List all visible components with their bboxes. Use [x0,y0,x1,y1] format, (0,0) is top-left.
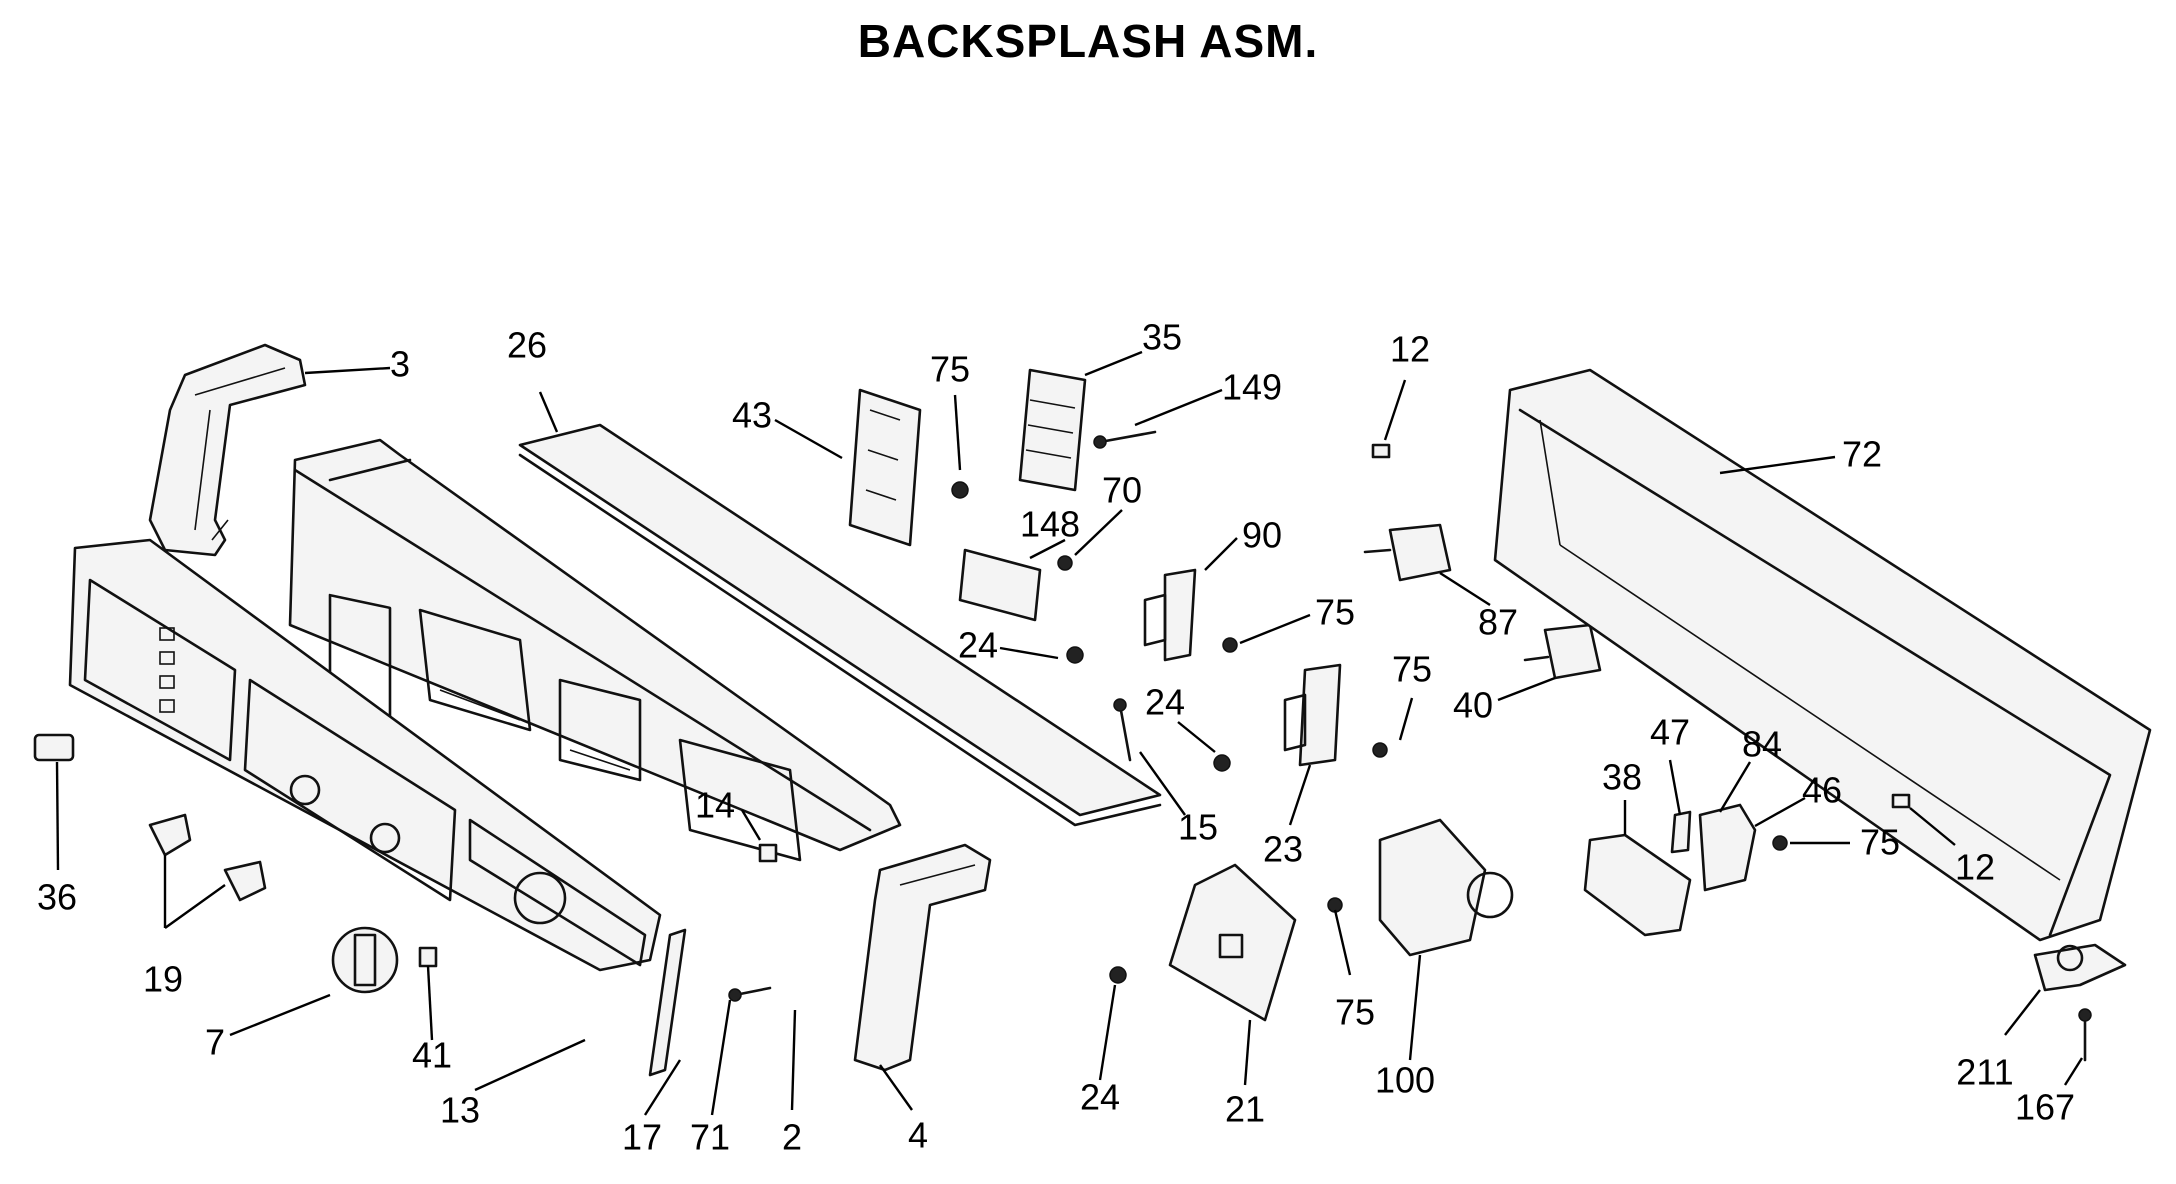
leader-lines [55,350,2084,1116]
callout-75-b: 75 [1315,592,1355,633]
callout-3: 3 [390,344,410,385]
callout-75-d: 75 [1860,822,1900,863]
part-72-housing [1493,368,2152,942]
callout-167: 167 [2015,1087,2075,1128]
callout-26: 26 [507,325,547,366]
callout-labels: 3 26 43 75 35 149 12 72 148 70 90 87 24 … [37,317,2075,1158]
callout-38: 38 [1602,757,1642,798]
part-17-bracket [648,928,687,1077]
part-14-clip [758,843,778,863]
callout-90: 90 [1242,515,1282,556]
callout-21: 21 [1225,1089,1265,1130]
callout-72: 72 [1842,434,1882,475]
part-21-plate [1168,863,1297,1022]
callout-87: 87 [1478,602,1518,643]
callout-100: 100 [1375,1060,1435,1101]
callout-36: 36 [37,877,77,918]
callout-75-e: 75 [1335,992,1375,1033]
callout-35: 35 [1142,317,1182,358]
part-100-timer [1378,818,1514,957]
callout-43: 43 [732,395,772,436]
part-4-right-end-cap [853,843,992,1072]
callout-41: 41 [412,1035,452,1076]
callout-14: 14 [695,785,735,826]
part-47-tab [1670,810,1692,854]
screws [728,430,1788,1002]
part-3-left-end-cap [148,343,307,557]
callout-2: 2 [782,1117,802,1158]
callout-15: 15 [1178,807,1218,848]
callout-7: 7 [205,1022,225,1063]
callout-47: 47 [1650,712,1690,753]
part-7-knob [331,926,399,994]
callout-148: 148 [1020,504,1080,545]
part-13-control-panel [68,538,662,972]
part-19-knobs [148,813,267,902]
callout-4: 4 [908,1115,928,1156]
part-35-switch [1018,368,1087,492]
callout-12-b: 12 [1955,847,1995,888]
callout-149: 149 [1222,367,1282,408]
callout-211: 211 [1956,1052,2013,1093]
callout-70: 70 [1102,470,1142,511]
part-40-switch [1523,623,1602,680]
part-90-bracket [1143,568,1197,662]
part-26-rear-panel [288,438,902,862]
part-23-bracket [1283,663,1342,767]
callout-13: 13 [440,1090,480,1131]
callout-71: 71 [690,1117,730,1158]
callout-12-a: 12 [1390,329,1430,370]
part-2-trim-strip [518,423,1162,827]
part-43-bracket [848,388,922,547]
callout-17: 17 [622,1117,662,1158]
callout-24-b: 24 [1145,682,1185,723]
callout-75-c: 75 [1392,649,1432,690]
part-36-knob [33,733,75,762]
callout-46: 46 [1802,770,1842,811]
callout-23: 23 [1263,829,1303,870]
callout-75-a: 75 [930,349,970,390]
callout-24-c: 24 [1080,1077,1120,1118]
callout-84: 84 [1742,724,1782,765]
diagram-title: BACKSPLASH ASM. [857,15,1319,67]
callout-40: 40 [1453,685,1493,726]
part-41-stem [418,946,438,968]
part-87-switch [1363,523,1452,582]
part-148-block [958,548,1042,622]
part-167-screw [2078,1008,2092,1062]
callout-24-a: 24 [958,625,998,666]
part-211-bracket [2033,943,2127,992]
callout-19: 19 [143,959,183,1000]
part-84-board [1698,803,1757,892]
part-12-clips [1371,443,1911,809]
